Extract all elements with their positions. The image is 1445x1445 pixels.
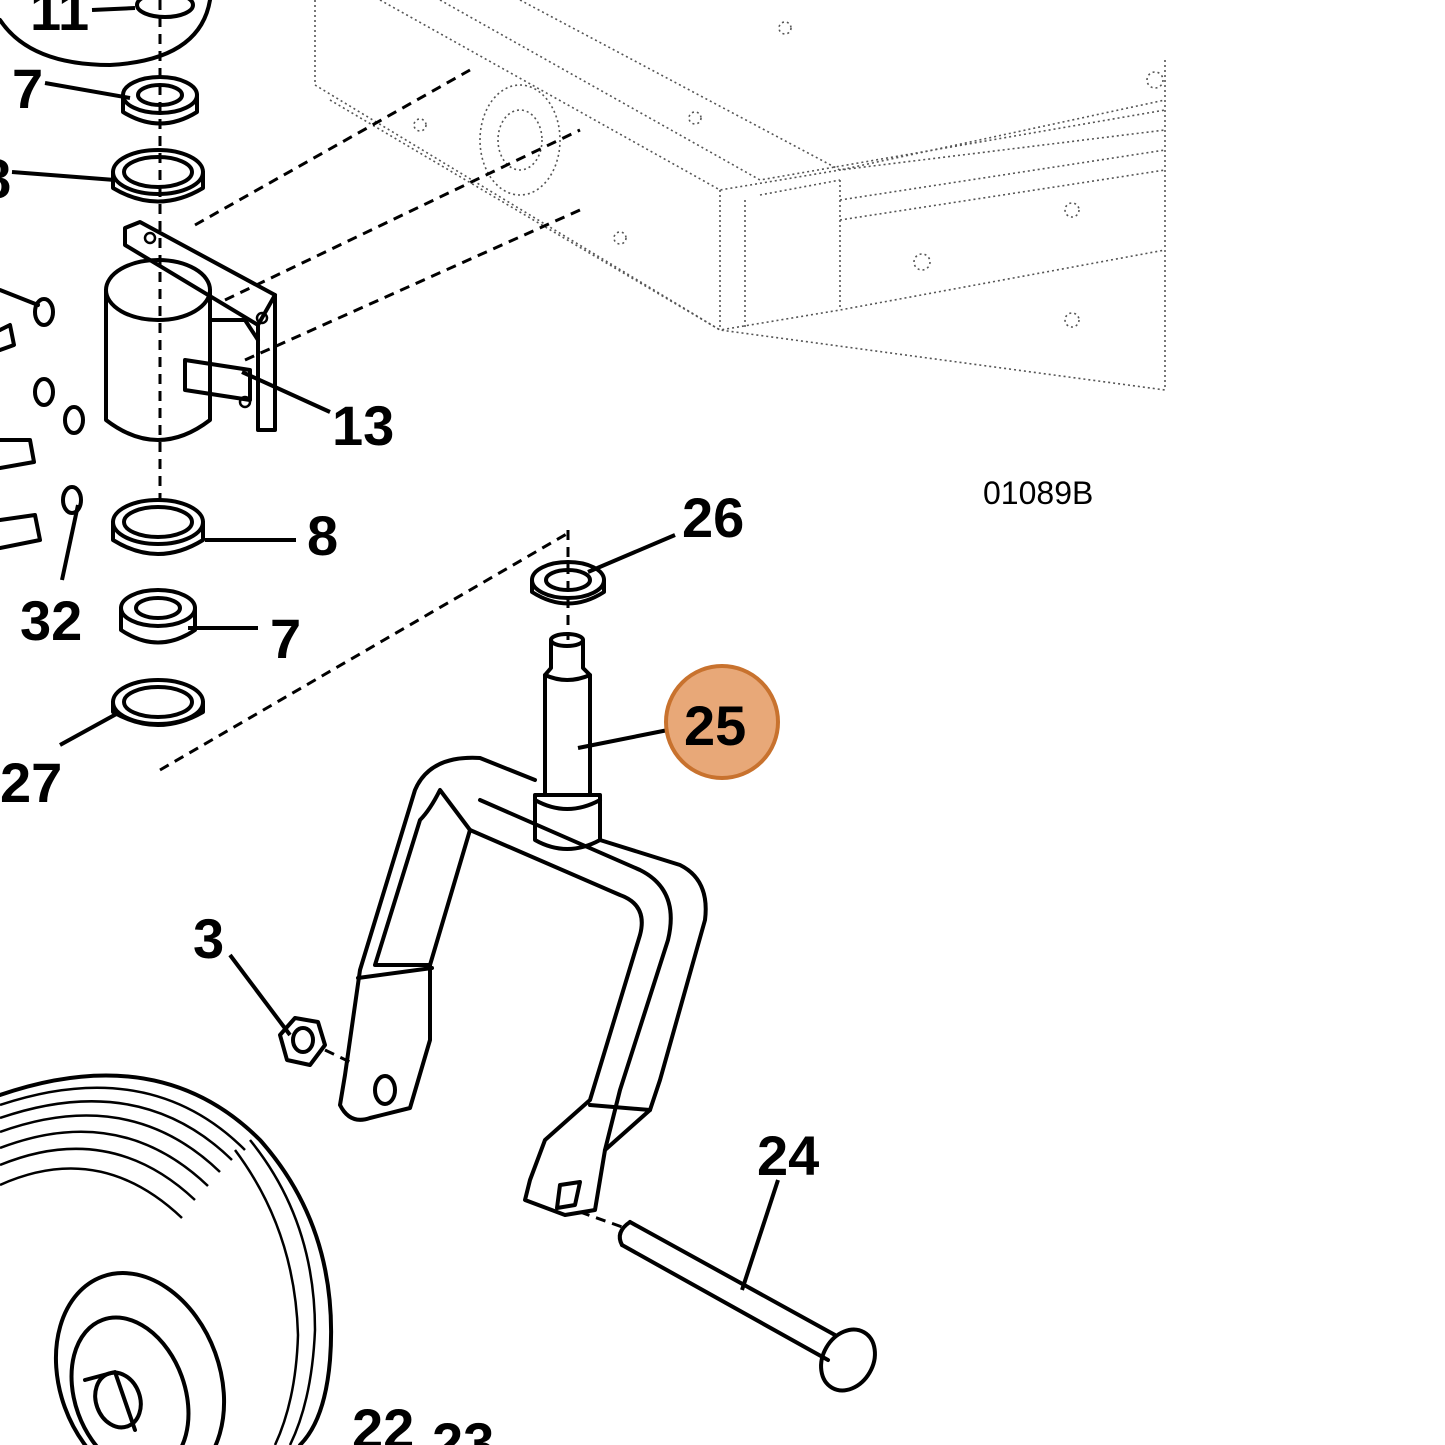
assembly-lines	[158, 0, 626, 1230]
drawing-code: 01089B	[983, 475, 1093, 511]
part-7-top-bushing	[121, 75, 199, 126]
callout-3: 3	[193, 907, 224, 970]
part-13-caster-bracket	[104, 220, 277, 442]
callout-22: 22	[352, 1397, 414, 1445]
leader-lines	[11, 6, 780, 1291]
callout-27: 27	[0, 751, 62, 814]
part-26-cap	[530, 560, 606, 606]
part-25-caster-fork	[338, 632, 708, 1217]
part-8-top-bearing	[111, 148, 205, 204]
callout-26: 26	[682, 486, 744, 549]
callout-32: 32	[20, 589, 82, 652]
callout-labels: 11 7 8 13 8 32 7 27 26 25 3 24 22 23 010…	[0, 0, 1093, 1445]
callout-13: 13	[332, 394, 394, 457]
callout-8-mid: 8	[307, 504, 338, 567]
part-22-wheel	[0, 1073, 334, 1445]
callout-7-top: 7	[12, 57, 43, 120]
part-24-axle-bolt	[617, 1220, 877, 1393]
callout-7-mid: 7	[270, 607, 301, 670]
bolts-and-washers	[0, 288, 85, 550]
callout-11: 11	[30, 0, 89, 42]
callout-25: 25	[684, 694, 746, 757]
callout-8-top: 8	[0, 147, 11, 210]
part-8-lower-bearing	[111, 498, 205, 556]
part-27-seal	[111, 678, 205, 727]
part-7-lower-bushing	[119, 588, 197, 645]
frame-ghost	[314, 0, 1166, 391]
highlight-marker	[664, 664, 780, 780]
callout-23: 23	[432, 1411, 494, 1445]
callout-24: 24	[757, 1124, 819, 1187]
part-3-nut	[278, 1016, 327, 1067]
part-11-spacer	[0, 0, 212, 67]
